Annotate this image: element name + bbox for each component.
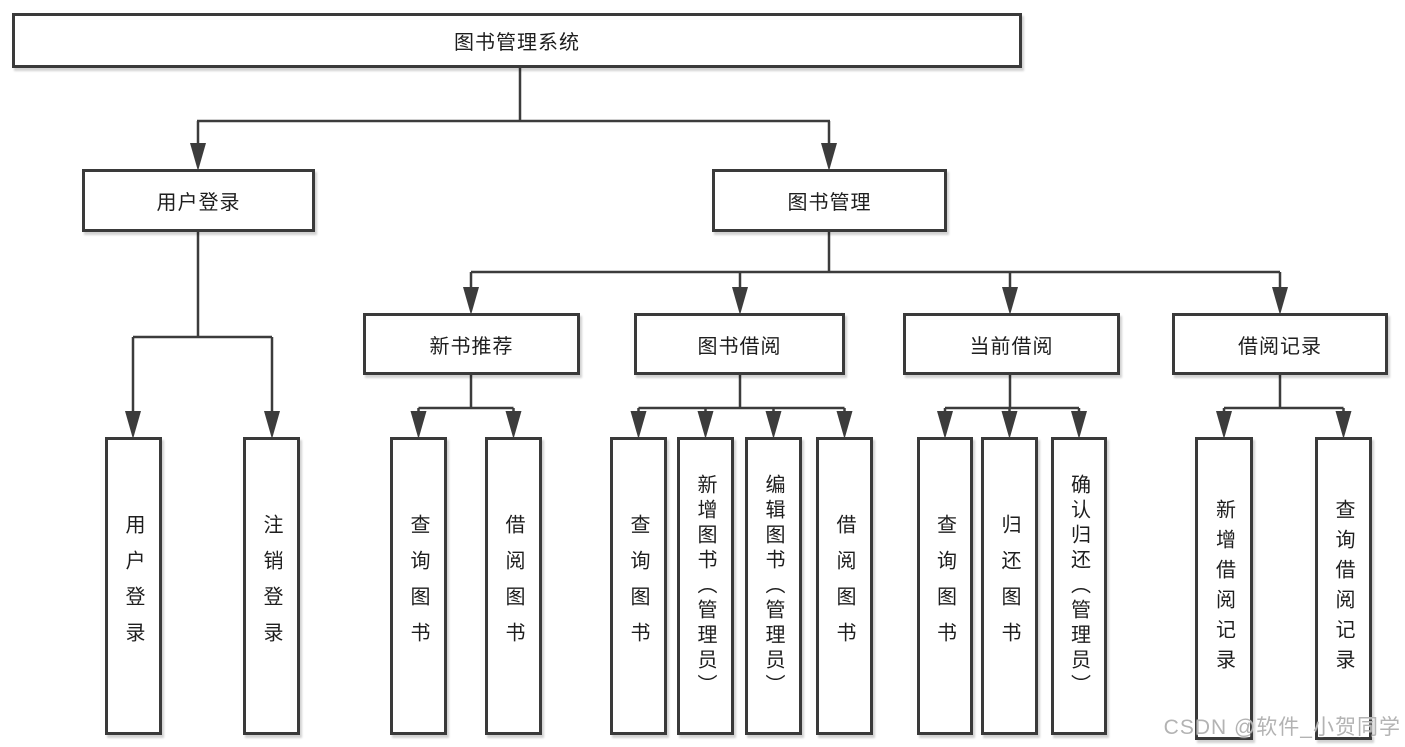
- leaf-current-query-books: 查询图书: [917, 437, 973, 735]
- node-label: 当前借阅: [969, 335, 1054, 358]
- leaf-add-borrow-record: 新增借阅记录: [1195, 437, 1253, 740]
- leaf-label: 新增图书（管理员）: [694, 473, 716, 699]
- leaf-borrow-query-books: 查询图书: [610, 437, 667, 735]
- leaf-label: 查询图书: [933, 514, 956, 658]
- leaf-recommend-query-books: 查询图书: [390, 437, 447, 735]
- node-new-book-recommend: 新书推荐: [363, 313, 580, 375]
- leaf-label: 用户登录: [122, 514, 144, 658]
- watermark: CSDN @软件_小贺同学: [1163, 716, 1401, 739]
- leaf-label: 查询图书: [407, 514, 429, 658]
- node-label: 图书借阅: [697, 335, 782, 358]
- leaf-user-login: 用户登录: [105, 437, 162, 735]
- leaf-label: 确认归还（管理员）: [1067, 473, 1090, 699]
- leaf-label: 借阅图书: [833, 514, 855, 658]
- node-label: 新书推荐: [429, 335, 514, 358]
- node-borrowing-records: 借阅记录: [1172, 313, 1388, 375]
- leaf-label: 注销登录: [260, 514, 282, 658]
- leaf-add-books-admin: 新增图书（管理员）: [677, 437, 734, 735]
- node-book-borrowing: 图书借阅: [634, 313, 845, 375]
- node-book-management: 图书管理: [712, 169, 947, 232]
- leaf-return-books: 归还图书: [981, 437, 1038, 735]
- leaf-label: 编辑图书（管理员）: [762, 473, 784, 699]
- leaf-recommend-borrow-books: 借阅图书: [485, 437, 542, 735]
- node-user-login: 用户登录: [82, 169, 315, 232]
- leaf-label: 借阅图书: [502, 514, 524, 658]
- leaf-edit-books-admin: 编辑图书（管理员）: [745, 437, 802, 735]
- node-library-management-system: 图书管理系统: [12, 13, 1022, 68]
- leaf-label: 查询借阅记录: [1332, 498, 1354, 679]
- leaf-label: 归还图书: [998, 514, 1020, 658]
- node-label: 图书管理: [787, 192, 872, 214]
- node-current-borrowing: 当前借阅: [903, 313, 1120, 375]
- node-label: 用户登录: [156, 192, 241, 214]
- leaf-logout: 注销登录: [243, 437, 300, 735]
- node-label: 借阅记录: [1238, 335, 1322, 358]
- leaf-query-borrow-record: 查询借阅记录: [1315, 437, 1372, 740]
- leaf-label: 查询图书: [627, 514, 649, 658]
- arrowheads: [125, 143, 1352, 439]
- leaf-borrow-borrow-books: 借阅图书: [816, 437, 873, 735]
- leaf-label: 新增借阅记录: [1212, 498, 1235, 679]
- leaf-confirm-return-admin: 确认归还（管理员）: [1051, 437, 1107, 735]
- node-label: 图书管理系统: [454, 32, 580, 54]
